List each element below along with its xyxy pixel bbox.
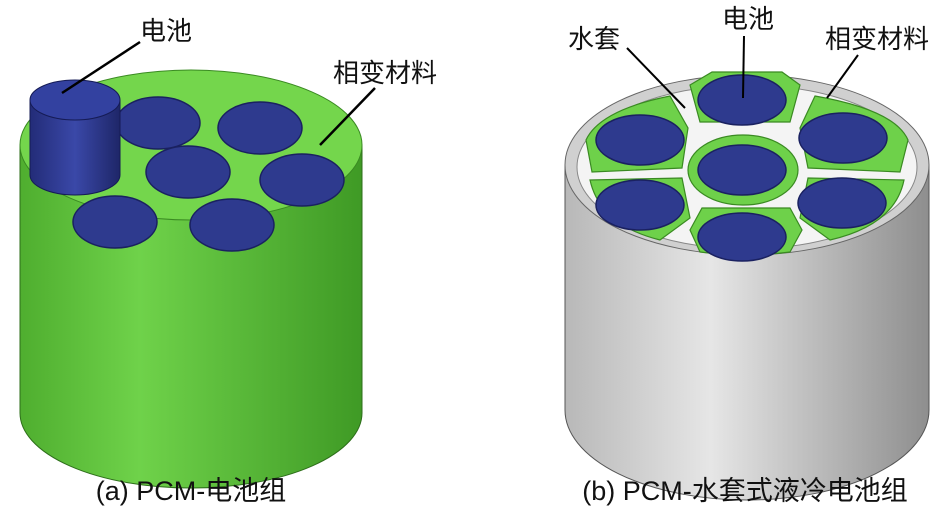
water-jacket-leader-line (626, 47, 686, 109)
battery-cell (595, 114, 685, 166)
battery-cells (72, 96, 345, 252)
pcm-leader-line (319, 87, 376, 146)
battery-cell (259, 153, 345, 207)
battery-cell (217, 101, 303, 155)
pcm-leader-line (826, 54, 859, 99)
pcm-water-jacket-pack: 水套 电池 相变材料 (b) PCM-水套式液冷电池组 (564, 5, 930, 506)
battery-cells (595, 74, 888, 262)
battery-cell (797, 177, 887, 229)
caption-a: (a) PCM-电池组 (96, 476, 287, 506)
battery-cell (697, 74, 787, 126)
battery-cell (189, 198, 275, 252)
pcm-battery-pack: 电池 相变材料 (a) PCM-电池组 (19, 17, 437, 506)
label-battery: 电池 (140, 17, 192, 47)
battery-cell (72, 195, 158, 249)
battery-leader-line (742, 35, 745, 99)
battery-cell (798, 112, 888, 164)
label-battery: 电池 (722, 5, 774, 35)
battery-leader-line (61, 40, 141, 95)
battery-cell (145, 145, 231, 199)
raised-battery (29, 79, 121, 196)
battery-cell (697, 144, 787, 196)
caption-b: (b) PCM-水套式液冷电池组 (582, 476, 908, 506)
label-water-jacket: 水套 (568, 25, 620, 55)
battery-cell (595, 179, 685, 231)
battery-cell (115, 96, 201, 150)
jacket-cylinder-side (564, 164, 930, 501)
battery-cell (697, 212, 787, 262)
label-pcm: 相变材料 (333, 59, 437, 89)
label-pcm: 相变材料 (825, 25, 929, 55)
